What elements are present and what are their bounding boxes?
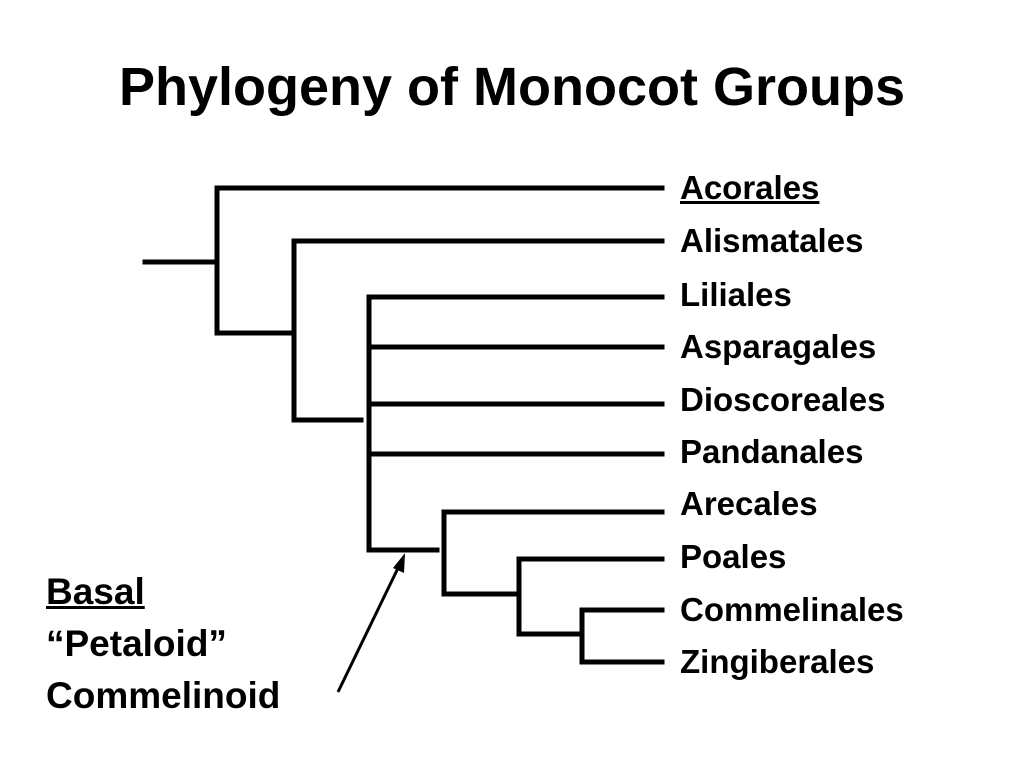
taxon-label-dioscoreales: Dioscoreales (680, 381, 886, 418)
group-legend: Basal “Petaloid” Commelinoid (46, 566, 280, 722)
taxon-label-acorales: Acorales (680, 169, 820, 206)
commelinoid-arrow-shaft (336, 563, 402, 693)
taxon-label-commelinales: Commelinales (680, 591, 904, 628)
taxon-label-asparagales: Asparagales (680, 328, 877, 365)
taxon-label-poales: Poales (680, 538, 787, 575)
legend-basal: Basal (46, 571, 145, 612)
legend-commelinoid: Commelinoid (46, 675, 281, 716)
taxon-label-alismatales: Alismatales (680, 222, 864, 259)
legend-petaloid: “Petaloid” (46, 623, 227, 664)
commelinoid-arrow-head (393, 553, 405, 573)
taxon-label-pandanales: Pandanales (680, 433, 864, 470)
taxon-label-liliales: Liliales (680, 276, 792, 313)
taxon-label-arecales: Arecales (680, 485, 818, 522)
taxon-label-zingiberales: Zingiberales (680, 643, 875, 680)
page-title: Phylogeny of Monocot Groups (119, 57, 905, 117)
